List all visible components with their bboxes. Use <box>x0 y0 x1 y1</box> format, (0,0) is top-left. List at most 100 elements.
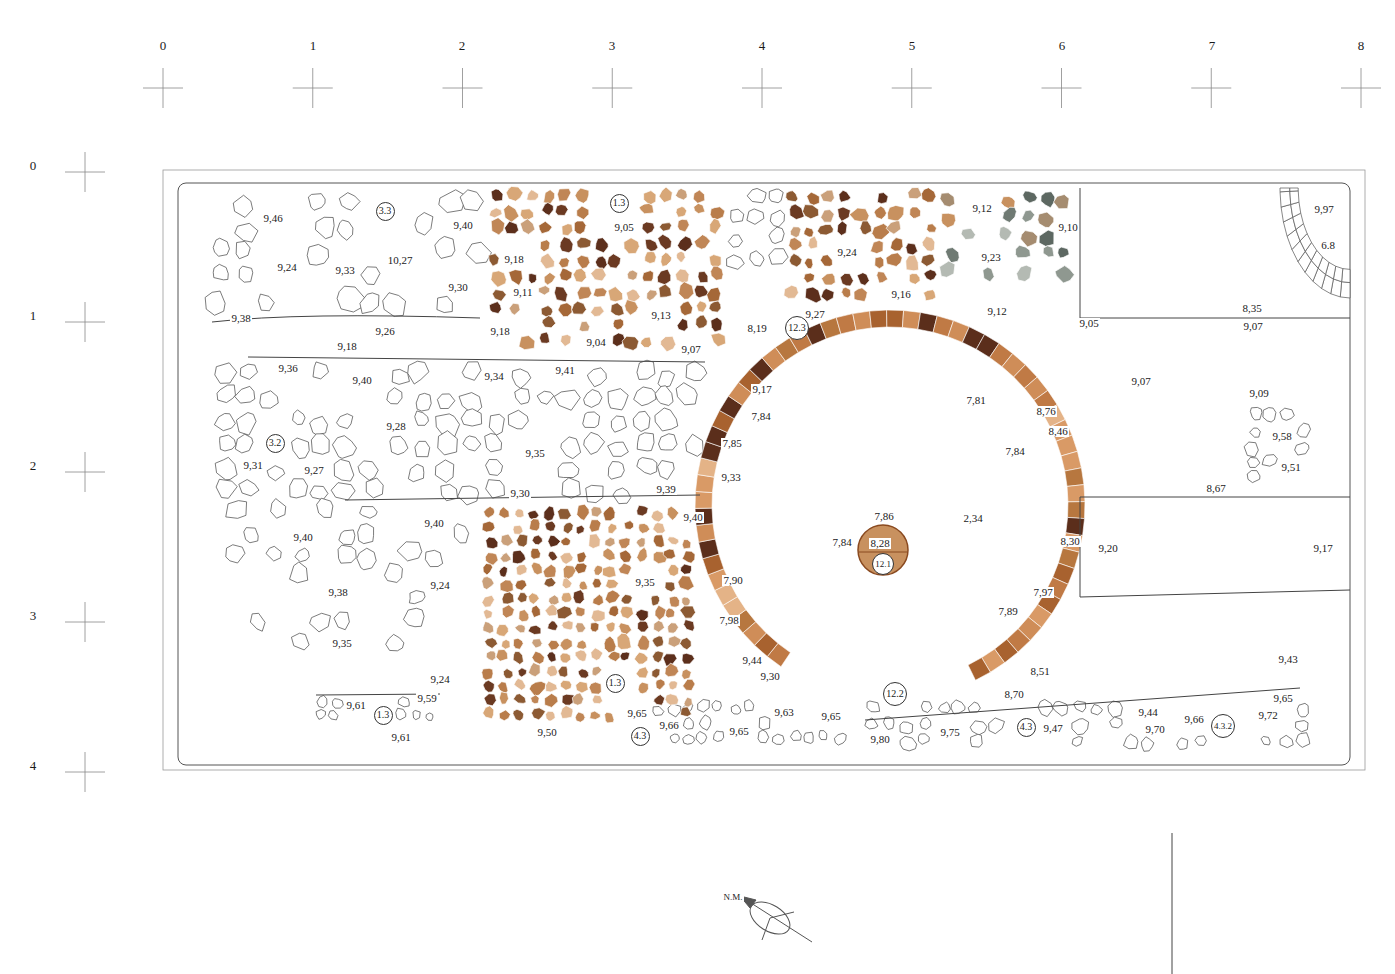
fill-stone <box>605 579 618 588</box>
elevation-label: 9,26 <box>374 326 395 337</box>
fill-stone <box>548 551 557 561</box>
fill-stone <box>663 549 675 559</box>
fill-stone <box>544 190 555 204</box>
fill-stone <box>486 537 498 549</box>
ring-wall-block <box>902 310 920 329</box>
wall-stone <box>686 361 707 381</box>
loose-stone <box>1250 428 1261 437</box>
fill-stone <box>886 221 901 234</box>
loose-stone <box>291 633 309 650</box>
context-text: 1.3 <box>609 678 622 688</box>
rubble-stone <box>437 296 452 312</box>
fill-stone <box>684 620 695 632</box>
wall-stone <box>696 731 707 744</box>
elevation-label: 9,38 <box>327 587 348 598</box>
grid-coordinate: 3 <box>29 609 38 622</box>
fill-stone <box>636 609 648 621</box>
context-text: 3.2 <box>269 438 282 448</box>
fill-stone <box>540 253 554 269</box>
wall-stone <box>584 390 602 408</box>
elevation-label: 8,28 <box>869 538 890 549</box>
wall-stone <box>267 466 285 481</box>
wall-stone <box>668 704 681 717</box>
fill-stone <box>669 681 678 690</box>
fill-stone <box>638 621 649 632</box>
fill-stone <box>784 285 799 298</box>
elevation-label: 9,23 <box>980 252 1001 263</box>
fill-stone <box>639 523 650 533</box>
grid-coordinate: 5 <box>908 39 917 52</box>
fill-stone <box>874 206 886 219</box>
fill-stone <box>482 595 495 607</box>
fill-stone <box>489 208 502 218</box>
fill-stone <box>528 663 540 677</box>
elevation-label: 2,34 <box>962 513 983 524</box>
fill-stone <box>676 251 685 262</box>
elevation-label: 9,20 <box>1097 543 1118 554</box>
fill-stone <box>908 187 922 198</box>
fill-stone <box>694 285 708 298</box>
fill-stone <box>577 206 589 220</box>
fill-stone <box>804 227 814 237</box>
rubble-stone <box>466 242 491 263</box>
fill-stone <box>513 638 523 649</box>
fill-stone <box>558 303 572 317</box>
fill-stone <box>531 605 540 617</box>
fill-stone <box>652 636 663 647</box>
fill-stone <box>1038 212 1054 228</box>
fill-stone <box>579 581 587 590</box>
fill-stone <box>555 204 568 215</box>
elevation-label: 9,07 <box>1130 376 1151 387</box>
fill-stone <box>575 607 585 617</box>
fill-stone <box>983 267 994 282</box>
fill-stone <box>560 268 573 281</box>
fill-stone <box>682 540 691 549</box>
fill-stone <box>807 192 820 205</box>
elevation-label: 9,07 <box>1242 321 1263 332</box>
fill-stone <box>694 235 710 250</box>
fill-stone <box>590 623 599 632</box>
fill-stone <box>667 506 679 520</box>
curved-wall-stone <box>1290 191 1299 205</box>
fill-stone <box>678 576 694 591</box>
fill-stone <box>575 650 587 662</box>
elevation-label: 9,38 <box>230 313 251 324</box>
fill-stone <box>483 680 494 692</box>
rubble-stone <box>233 195 252 217</box>
fill-stone <box>485 638 498 649</box>
ring-wall-block <box>853 311 872 330</box>
elevation-label: 9,04 <box>585 337 606 348</box>
fill-stone <box>652 651 663 663</box>
fill-stone <box>921 188 936 203</box>
fill-stone <box>680 707 691 717</box>
rubble-stone <box>213 238 229 256</box>
loose-stone <box>317 498 333 517</box>
loose-stone <box>386 634 404 650</box>
elevation-label: 9,12 <box>971 203 992 214</box>
wall-stone <box>235 386 255 403</box>
fill-stone <box>789 253 802 266</box>
wall-stone <box>310 486 328 500</box>
fill-stone <box>634 652 648 664</box>
fill-stone <box>611 303 624 316</box>
wall-stone <box>562 478 580 498</box>
fill-stone <box>605 712 614 723</box>
wall-stone <box>310 416 328 435</box>
fill-stone <box>790 227 800 238</box>
fill-stone <box>557 606 573 619</box>
fill-stone <box>1003 207 1017 222</box>
wall-stone <box>867 701 880 712</box>
wall-stone <box>390 436 408 454</box>
loose-stone <box>1295 443 1309 456</box>
grid-coordinate: 0 <box>159 39 168 52</box>
wall-stone <box>608 389 628 410</box>
fill-stone <box>577 287 592 300</box>
grid-cross <box>293 68 333 108</box>
elevation-label: 9,35 <box>331 638 352 649</box>
wall-stone <box>328 711 338 720</box>
fill-stone <box>637 505 648 516</box>
cut-edge <box>1080 497 1350 597</box>
wall-stone <box>951 700 965 714</box>
grid-coordinate: 1 <box>29 309 38 322</box>
wall-stone <box>731 705 741 714</box>
